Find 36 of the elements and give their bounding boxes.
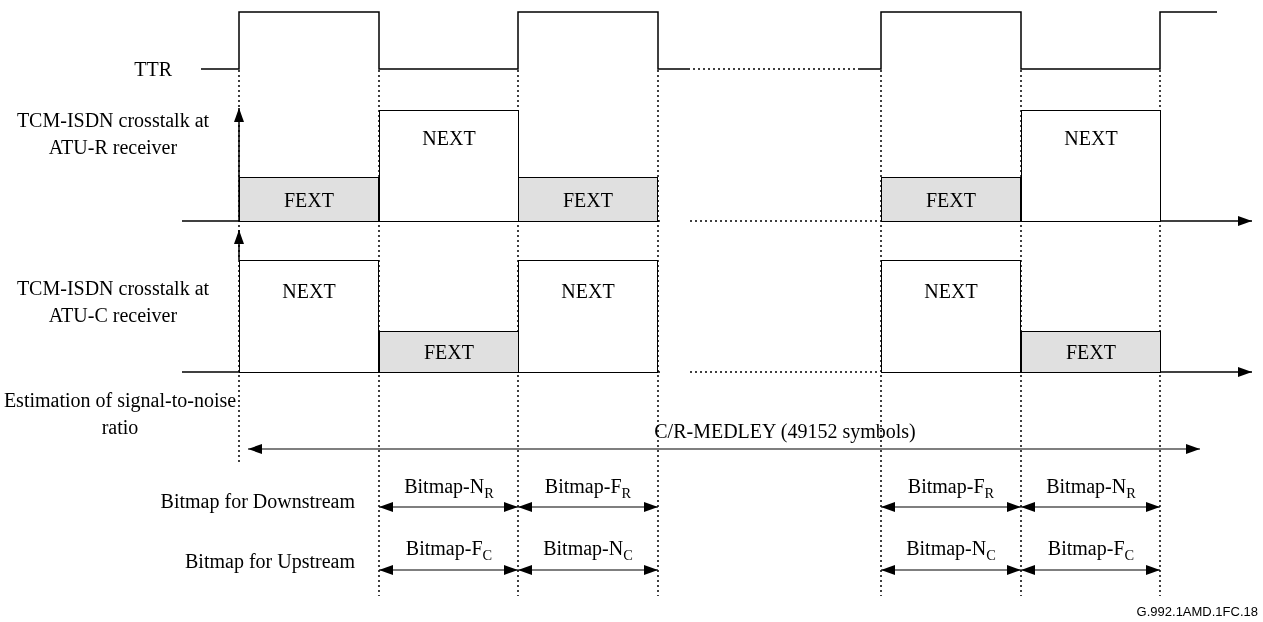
signal-name: TTR xyxy=(133,57,172,82)
bar-label: NEXT xyxy=(924,279,978,304)
bar-label: NEXT xyxy=(282,279,336,304)
row-label: Bitmap for Upstream xyxy=(184,549,355,575)
outlined-bar xyxy=(379,110,519,222)
row-label: TCM-ISDN crosstalk at ATU-R receiver xyxy=(15,108,211,160)
outlined-bar xyxy=(1021,110,1161,222)
shaded-bar xyxy=(379,331,519,373)
span-label: Bitmap-F$_{R}$ xyxy=(543,474,633,500)
bar-label: NEXT xyxy=(422,126,476,151)
span-label: C/R-MEDLEY (49152 symbols) xyxy=(653,419,917,445)
bar-label: FEXT xyxy=(284,187,334,213)
bar-label: FEXT xyxy=(926,187,976,213)
bar-label: NEXT xyxy=(561,279,615,304)
outlined-bar xyxy=(881,260,1021,373)
figure-code: G.992.1AMD.1FC.18 xyxy=(1135,604,1258,620)
shaded-bar xyxy=(239,177,379,222)
span-label: Bitmap-F$_{R}$ xyxy=(906,474,996,500)
bar-label: FEXT xyxy=(563,187,613,213)
bar-label: NEXT xyxy=(1064,126,1118,151)
outlined-bar xyxy=(518,260,658,373)
shaded-bar xyxy=(518,177,658,222)
span-label: Bitmap-F$_{C}$ xyxy=(404,536,494,562)
bar-label: FEXT xyxy=(424,340,474,365)
row-label: Estimation of signal-to-noise ratio xyxy=(2,388,238,440)
outlined-bar xyxy=(239,260,379,373)
span-label: Bitmap-N$_{C}$ xyxy=(905,536,997,562)
shaded-bar xyxy=(881,177,1021,222)
span-label: Bitmap-N$_{C}$ xyxy=(542,536,634,562)
span-label: Bitmap-F$_{C}$ xyxy=(1046,536,1136,562)
span-label: Bitmap-N$_{R}$ xyxy=(1045,474,1137,500)
span-label: Bitmap-N$_{R}$ xyxy=(403,474,495,500)
shaded-bar xyxy=(1021,331,1161,373)
row-label: Bitmap for Downstream xyxy=(159,489,355,515)
bar-label: FEXT xyxy=(1066,340,1116,365)
row-label: TCM-ISDN crosstalk at ATU-C receiver xyxy=(15,276,211,328)
